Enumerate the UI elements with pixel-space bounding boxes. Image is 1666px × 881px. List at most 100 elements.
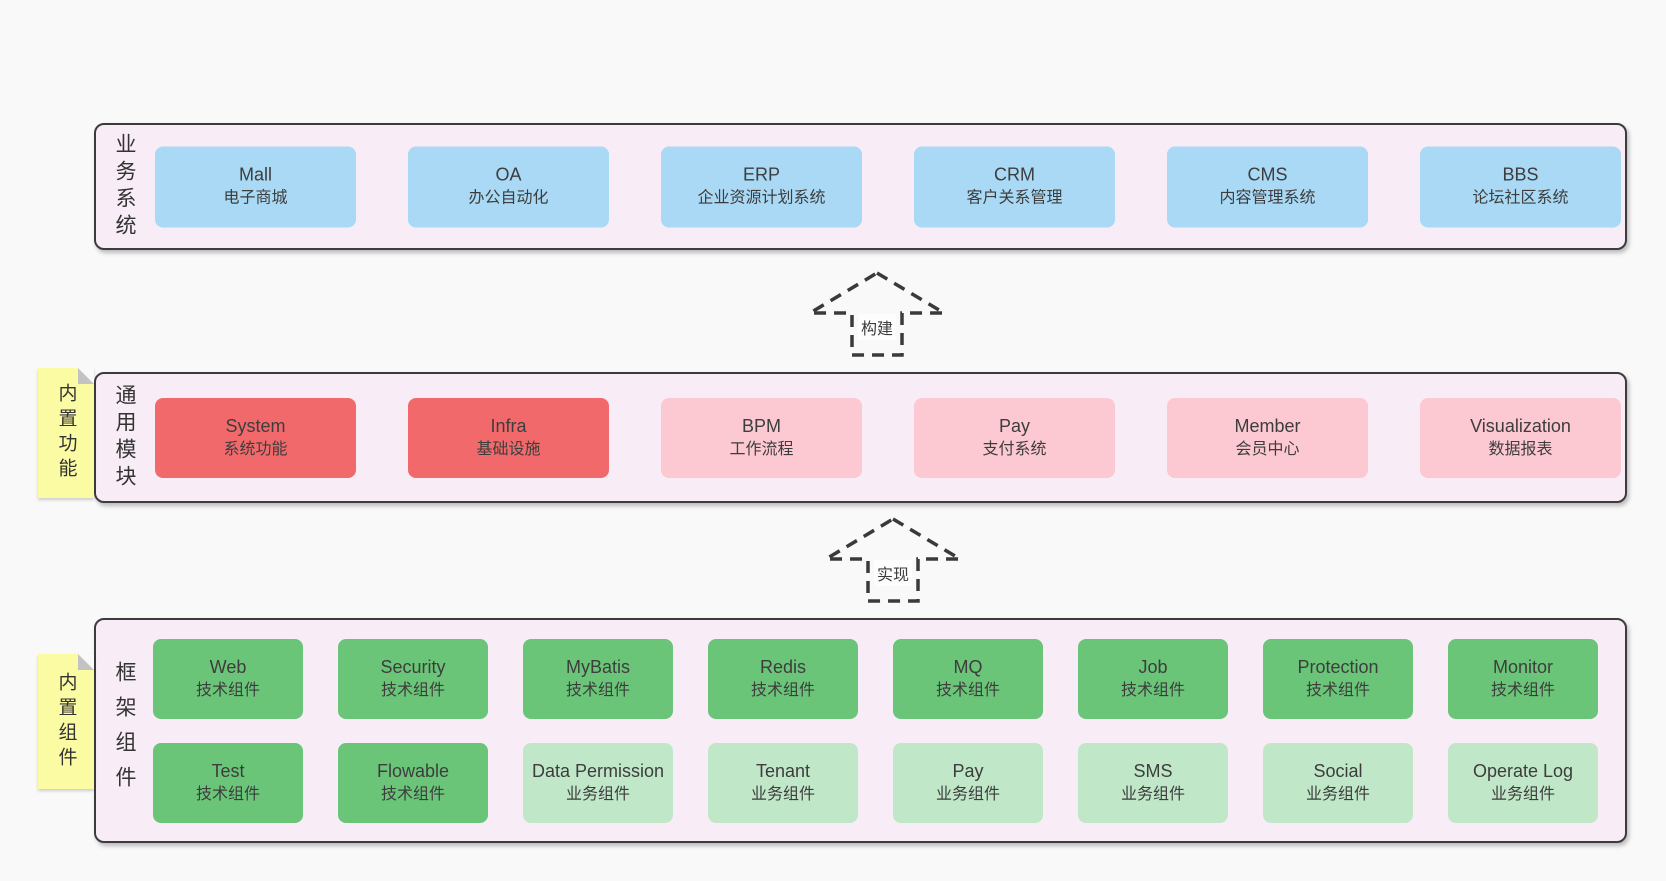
box-mybatis: MyBatis 技术组件 [523,638,673,719]
box-subtitle: 业务组件 [1490,785,1555,803]
box-subtitle: 技术组件 [935,681,1000,699]
box-subtitle: 业务组件 [935,785,1000,803]
box-operate-log: Operate Log 业务组件 [1448,742,1598,823]
box-title: Data Permission [531,760,665,781]
box-subtitle: 技术组件 [1120,681,1185,699]
box-subtitle: 客户关系管理 [966,189,1063,207]
box-title: Social [1313,760,1363,781]
box-erp: ERP 企业资源计划系统 [661,146,862,227]
box-subtitle: 电子商城 [223,189,288,207]
box-sms: SMS 业务组件 [1078,742,1228,823]
box-title: ERP [742,164,780,185]
box-oa: OA 办公自动化 [408,146,609,227]
box-subtitle: 内容管理系统 [1219,189,1316,207]
box-visualization: Visualization 数据报表 [1420,397,1621,478]
arrow-build: 构建 [807,270,947,358]
box-subtitle: 会员中心 [1235,440,1300,458]
box-cms: CMS 内容管理系统 [1167,146,1368,227]
box-flowable: Flowable 技术组件 [338,742,488,823]
box-mall: Mall 电子商城 [155,146,356,227]
box-subtitle: 业务组件 [1120,785,1185,803]
box-mq: MQ 技术组件 [893,638,1043,719]
box-pay: Pay 支付系统 [914,397,1115,478]
box-title: OA [495,164,522,185]
box-subtitle: 业务组件 [565,785,630,803]
box-title: Visualization [1470,415,1571,436]
arrow-build-label: 构建 [857,314,897,340]
box-subtitle: 系统功能 [223,440,288,458]
box-test: Test 技术组件 [153,742,303,823]
box-title: Protection [1297,656,1379,677]
band-business-systems: 业务系统 Mall 电子商城 OA 办公自动化 ERP 企业资源计划系统 CRM 客户关系管理… [94,123,1627,250]
band-common-modules: 通用模块 System 系统功能 Infra 基础设施 BPM 工作流程 Pay 支付系统 Me… [94,372,1627,503]
modules-box-grid: System 系统功能 Infra 基础设施 BPM 工作流程 Pay 支付系统 Member 会… [155,397,1621,478]
box-subtitle: 数据报表 [1488,440,1553,458]
box-title: Pay [998,415,1031,436]
box-title: Test [211,760,245,781]
box-subtitle: 基础设施 [476,440,541,458]
box-subtitle: 技术组件 [750,681,815,699]
box-subtitle: 技术组件 [1490,681,1555,699]
box-redis: Redis 技术组件 [708,638,858,719]
band-label-modules: 通用模块 [113,383,136,492]
sticky-label: 内置组件 [55,671,77,772]
box-subtitle: 工作流程 [729,440,794,458]
box-title: Security [380,656,446,677]
box-crm: CRM 客户关系管理 [914,146,1115,227]
sticky-label: 内置功能 [55,383,77,483]
box-title: Redis [759,656,807,677]
box-title: SMS [1133,760,1173,781]
box-infra: Infra 基础设施 [408,397,609,478]
box-title: Web [209,656,247,677]
arrow-implement-label: 实现 [873,560,913,586]
box-subtitle: 论坛社区系统 [1472,189,1569,207]
box-system: System 系统功能 [155,397,356,478]
business-box-grid: Mall 电子商城 OA 办公自动化 ERP 企业资源计划系统 CRM 客户关系管理 CMS 内容… [155,146,1621,227]
box-title: CRM [994,164,1035,185]
band-label-components: 框架组件 [113,660,136,801]
box-social: Social 业务组件 [1263,742,1413,823]
box-title: BPM [741,415,781,436]
box-subtitle: 技术组件 [195,785,260,803]
box-subtitle: 支付系统 [982,440,1047,458]
box-title: Infra [490,415,527,436]
box-title: Mall [238,164,272,185]
box-monitor: Monitor 技术组件 [1448,638,1598,719]
box-title: Operate Log [1472,760,1574,781]
band-label-business: 业务系统 [113,132,136,241]
box-title: Flowable [376,760,450,781]
box-subtitle: 技术组件 [1305,681,1370,699]
box-title: BBS [1502,164,1539,185]
box-subtitle: 技术组件 [195,681,260,699]
box-title: MQ [953,656,983,677]
box-protection: Protection 技术组件 [1263,638,1413,719]
box-subtitle: 技术组件 [565,681,630,699]
box-bbs: BBS 论坛社区系统 [1420,146,1621,227]
box-pay: Pay 业务组件 [893,742,1043,823]
box-subtitle: 企业资源计划系统 [697,189,826,207]
box-subtitle: 办公自动化 [468,189,549,207]
box-title: Tenant [755,760,811,781]
box-job: Job 技术组件 [1078,638,1228,719]
box-subtitle: 技术组件 [380,681,445,699]
box-subtitle: 技术组件 [380,785,445,803]
sticky-built-in-components: 内置组件 [38,654,94,789]
box-title: Monitor [1492,656,1554,677]
sticky-built-in-features: 内置功能 [38,368,94,498]
box-title: Member [1234,415,1301,436]
arrow-implement: 实现 [823,516,963,604]
box-data-permission: Data Permission 业务组件 [523,742,673,823]
box-member: Member 会员中心 [1167,397,1368,478]
box-title: MyBatis [565,656,630,677]
box-bpm: BPM 工作流程 [661,397,862,478]
box-title: System [225,415,286,436]
box-subtitle: 业务组件 [1305,785,1370,803]
box-title: Job [1138,656,1168,677]
box-title: Pay [952,760,984,781]
box-title: CMS [1247,164,1288,185]
box-web: Web 技术组件 [153,638,303,719]
dashed-up-arrow-icon [823,516,963,603]
